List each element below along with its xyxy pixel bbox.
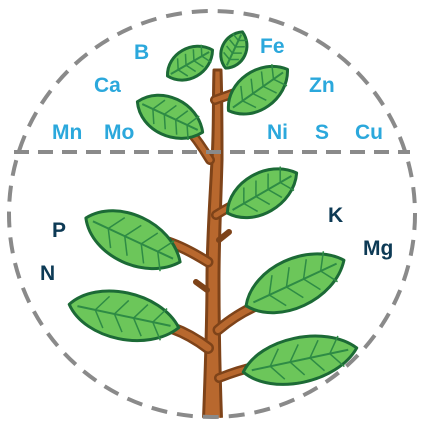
label-s: S bbox=[315, 122, 329, 143]
leaf bbox=[217, 156, 306, 230]
label-mo: Mo bbox=[104, 122, 134, 143]
label-n: N bbox=[40, 263, 55, 284]
leaf bbox=[236, 238, 354, 327]
label-zn: Zn bbox=[309, 75, 335, 96]
label-mn: Mn bbox=[52, 122, 82, 143]
leaf bbox=[239, 326, 362, 394]
label-mg: Mg bbox=[363, 238, 393, 259]
label-fe: Fe bbox=[260, 36, 285, 57]
leaf bbox=[160, 37, 220, 88]
plant-nub bbox=[196, 282, 207, 290]
leaf bbox=[64, 282, 183, 351]
label-p: P bbox=[52, 220, 66, 241]
label-cu: Cu bbox=[355, 122, 383, 143]
label-b: B bbox=[134, 42, 149, 63]
label-ca: Ca bbox=[94, 75, 121, 96]
leaf bbox=[215, 27, 254, 73]
label-k: K bbox=[328, 205, 343, 226]
label-ni: Ni bbox=[267, 122, 288, 143]
